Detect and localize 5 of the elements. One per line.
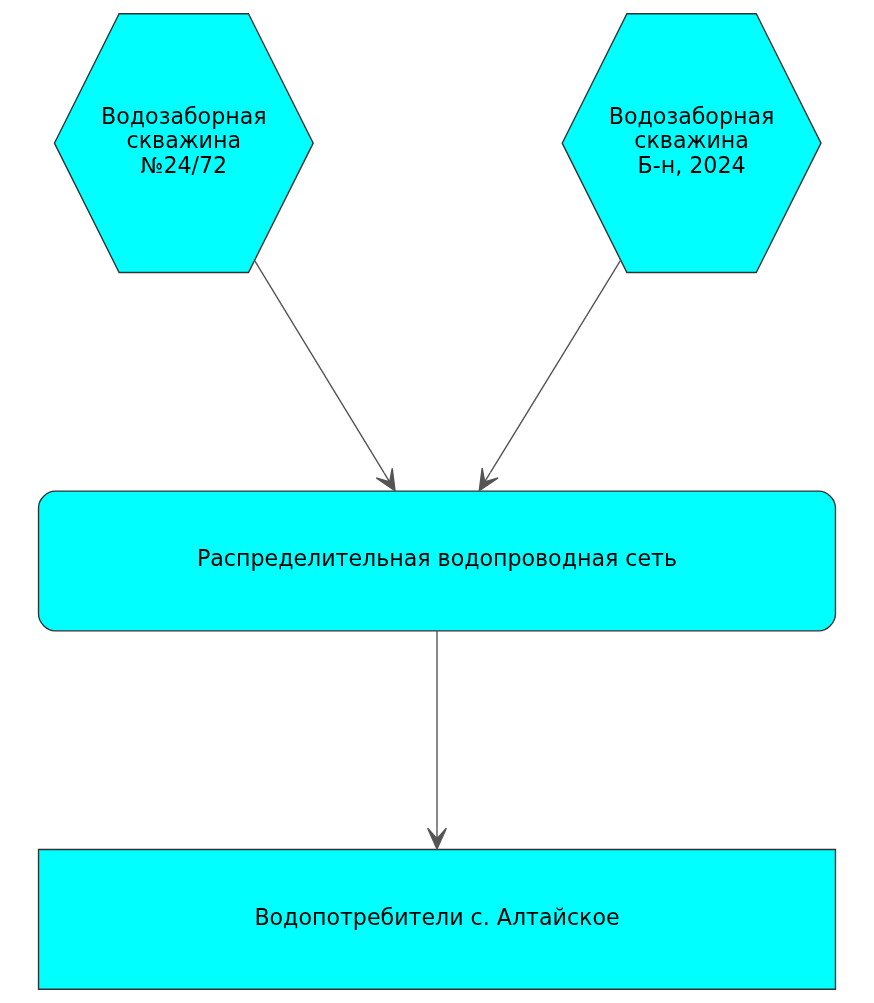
node-box: Распределительная водопроводная сеть (37, 490, 837, 632)
arrow (426, 630, 448, 850)
node-box: Водопотребители с. Алтайское (37, 848, 837, 990)
arrow (254, 260, 396, 492)
arrow (478, 259, 622, 492)
